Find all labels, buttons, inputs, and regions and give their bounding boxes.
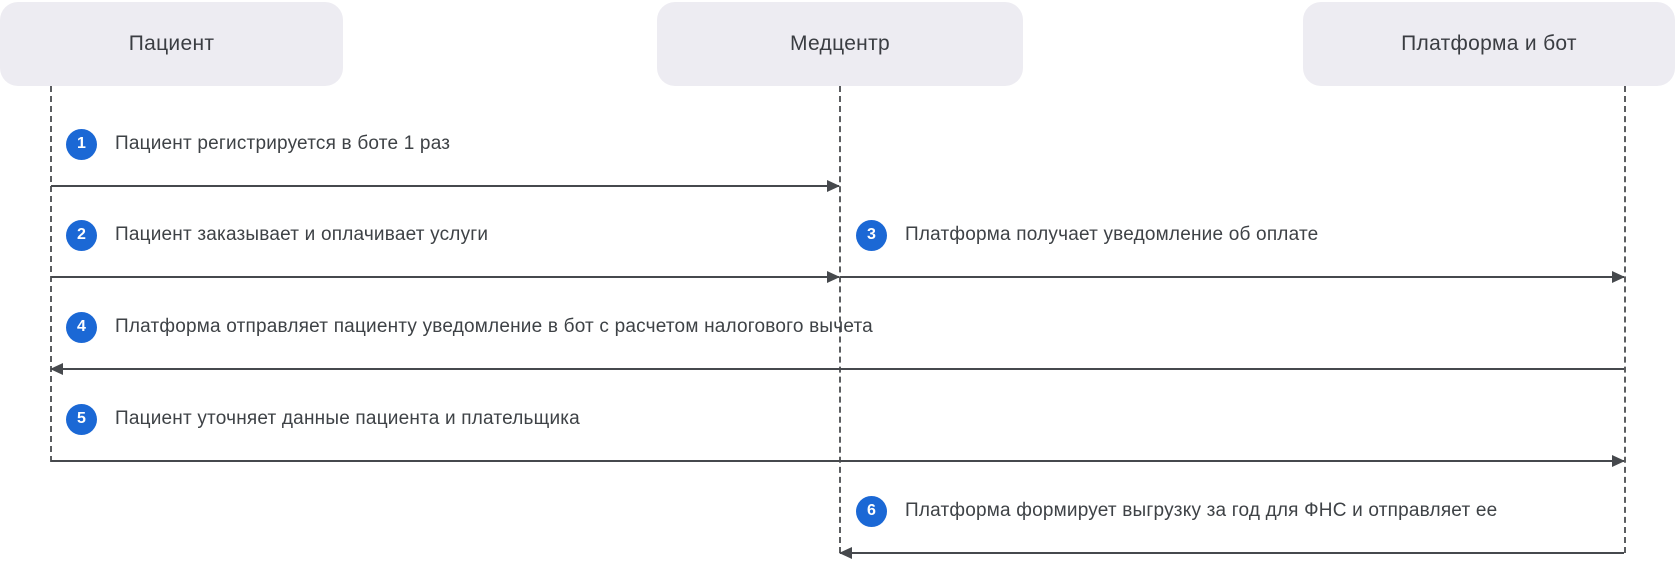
step-3-number-badge: 3 [856,219,887,251]
arrow-left-icon-step-4 [50,363,1624,375]
arrow-right-icon-step-1 [51,180,840,192]
step-2-label: 2 Пациент заказывает и оплачивает услуги [66,219,488,251]
step-5-text: Пациент уточняет данные пациента и плате… [115,408,580,429]
step-1-label: 1 Пациент регистрируется в боте 1 раз [66,128,450,160]
step-1-text: Пациент регистрируется в боте 1 раз [115,133,451,154]
step-6-text: Платформа формирует выгрузку за год для … [905,500,1498,521]
lane-header-medcenter: Медцентр [657,2,1023,86]
arrow-left-icon-step-6 [839,547,1624,559]
lane-header-patient: Пациент [0,2,343,86]
lifeline-platform [1624,86,1626,553]
step-2-text: Пациент заказывает и оплачивает услуги [115,224,489,245]
step-2-number-badge: 2 [66,219,97,251]
step-4-number-badge: 4 [66,311,97,343]
arrow-right-icon-step-3 [840,271,1625,283]
step-3-text: Платформа получает уведомление об оплате [905,224,1319,245]
lane-header-platform-label: Платформа и бот [1401,32,1577,55]
step-4-label: 4 Платформа отправляет пациенту уведомле… [66,311,873,343]
step-6-number-badge: 6 [856,495,887,527]
arrow-right-icon-step-5 [51,455,1625,467]
step-5-label: 5 Пациент уточняет данные пациента и пла… [66,403,580,435]
step-6-label: 6 Платформа формирует выгрузку за год дл… [856,495,1497,527]
step-1-number-badge: 1 [66,128,97,160]
lane-header-platform: Платформа и бот [1303,2,1675,86]
arrow-right-icon-step-2 [51,271,840,283]
step-3-label: 3 Платформа получает уведомление об опла… [856,219,1318,251]
lane-header-medcenter-label: Медцентр [790,32,890,55]
lifeline-medcenter [839,86,841,553]
step-4-text: Платформа отправляет пациенту уведомлени… [115,316,873,337]
step-5-number-badge: 5 [66,403,97,435]
lane-header-patient-label: Пациент [128,32,215,55]
lifeline-patient [50,86,52,462]
